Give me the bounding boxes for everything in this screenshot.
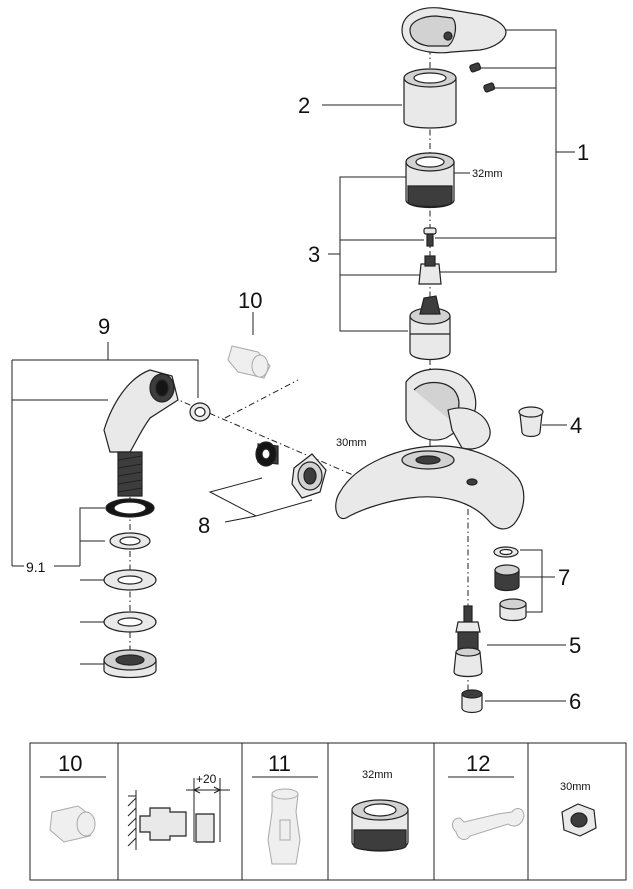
spline-adapter: [418, 255, 442, 285]
cartridge-nut-tool: [351, 799, 409, 852]
adjust-label: +20: [196, 772, 217, 786]
callout-1: 1: [577, 140, 589, 165]
ceramic-cartridge: [409, 295, 451, 361]
grub-screws: [469, 62, 496, 93]
adapter-part-10: [227, 345, 271, 379]
callout-9-1: 9.1: [26, 559, 46, 575]
cartridge-nut: [405, 152, 455, 209]
callout-2: 2: [298, 93, 310, 118]
callout-6: 6: [569, 689, 581, 714]
leader-1: [432, 29, 575, 273]
leader-lines: [11, 29, 575, 702]
socket-wrench-11: [267, 788, 301, 865]
cover-sleeve: [403, 68, 457, 129]
connection-nut-group: [255, 441, 327, 499]
adapter-10-axis: [224, 379, 299, 419]
accessory-10-adapter: [49, 805, 96, 843]
small-screw: [423, 227, 437, 247]
accessory-12-size: 30mm: [560, 781, 591, 793]
callout-numbers: 1 2 3 4 7 5 6 8 9 10 9.1: [26, 93, 589, 714]
mixer-body: [335, 368, 525, 530]
callout-10: 10: [238, 288, 262, 313]
lever-handle: [401, 7, 507, 54]
callout-3: 3: [308, 242, 320, 267]
leader-9: [11, 342, 199, 567]
accessory-12-number: 12: [466, 751, 490, 776]
spindle-insert: [461, 689, 483, 714]
cover-cap: [518, 406, 544, 438]
callout-4: 4: [570, 413, 582, 438]
escutcheon-set: [103, 498, 157, 679]
dimension-30mm: 30mm: [336, 437, 367, 449]
nut-12: [561, 803, 597, 837]
accessory-11-number: 11: [268, 751, 291, 776]
extension-drawing: [127, 778, 230, 850]
callout-9: 9: [98, 314, 110, 339]
dimension-32mm: 32mm: [472, 168, 503, 180]
diverter-spindle: [453, 605, 483, 678]
assembly-axes: [129, 35, 469, 705]
open-wrench-12: [452, 808, 525, 840]
flat-washer-9: [189, 402, 211, 422]
leader-8: [208, 477, 313, 523]
accessories-table: 10 +20 11 32mm: [29, 742, 627, 881]
accessory-10-number: 10: [58, 751, 82, 776]
leader-9-1: [54, 507, 105, 665]
callout-7: 7: [558, 565, 570, 590]
diverter-seals: [493, 546, 527, 622]
leader-7: [520, 549, 555, 613]
leader-3: [328, 176, 424, 332]
callout-5: 5: [569, 633, 581, 658]
wall-elbow: [103, 369, 179, 497]
callout-8: 8: [198, 513, 210, 538]
accessory-11-size: 32mm: [362, 769, 393, 781]
diverter-axis: [159, 391, 361, 479]
